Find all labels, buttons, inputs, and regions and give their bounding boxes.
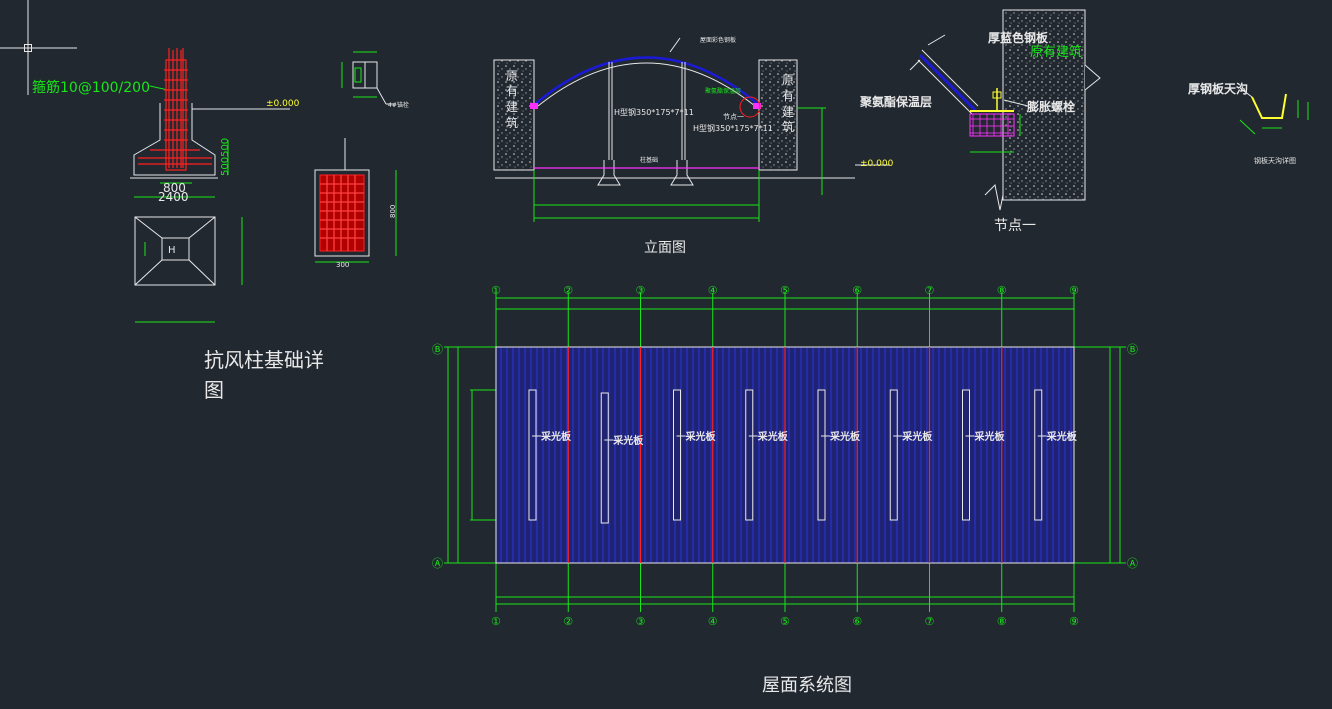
- grid-side-bottom-right: Ⓐ: [1127, 557, 1138, 570]
- existing-right-char-4: 筑: [782, 119, 794, 134]
- grid-bubble-bottom: ⑤: [780, 615, 790, 628]
- node-expansion-bolt: 膨胀螺栓: [1026, 99, 1075, 114]
- skylight-label: 采光板: [901, 430, 933, 443]
- skylight-panel: [600, 392, 609, 524]
- arch-roof-outer: [533, 56, 760, 106]
- column-section: [352, 61, 396, 105]
- gutter-detail-section: 厚钢板天沟 钢板天沟详图: [1188, 81, 1309, 165]
- skylight-panel: [817, 389, 826, 521]
- roof-plan-title: 屋面系统图: [762, 675, 852, 696]
- skylight-label: 采光板: [540, 430, 572, 443]
- node-existing-wall: [1002, 9, 1086, 201]
- gutter-shape: [1251, 93, 1287, 119]
- skylight-panel: [673, 389, 681, 521]
- foundation-section: 箍筋10@100/200 ±0.000: [32, 48, 409, 402]
- existing-right-char-2: 有: [782, 89, 794, 103]
- footing-plan: H: [134, 216, 216, 286]
- foundation-height-label: 500500: [220, 138, 231, 176]
- skylight-panel: [745, 389, 754, 521]
- rebar-width-label: 300: [336, 261, 349, 269]
- skylight-panel: [528, 389, 537, 521]
- foundation-title-line2: 图: [204, 378, 224, 402]
- grid-bubble-bottom: ④: [708, 615, 718, 628]
- roof-note: 屋面彩色钢板: [700, 36, 736, 44]
- node-tag: 节点一: [723, 113, 744, 121]
- existing-left-char-1: 原: [506, 69, 518, 83]
- h-beam-right: H型钢350*175*7*11: [693, 123, 773, 133]
- grid-bubble-bottom: ⑧: [997, 615, 1007, 628]
- foundation-width-2400: 2400: [158, 190, 189, 204]
- skylight-label: 采光板: [829, 430, 861, 443]
- node-insulation: 聚氨酯保温层: [859, 94, 932, 109]
- elevation-level-mark: ±0.000: [860, 159, 894, 169]
- elevation-section: 原 有 建 筑 原 有 建 筑: [493, 36, 894, 256]
- grid-bubble-top: ③: [636, 284, 646, 297]
- existing-left-char-4: 筑: [506, 115, 518, 130]
- svg-text:H: H: [168, 245, 176, 256]
- skylight-label: 采光板: [612, 434, 644, 447]
- grid-bubble-bottom: ①: [491, 615, 501, 628]
- rebar-height-label: 800: [389, 205, 397, 218]
- grid-bubble-top: ②: [563, 284, 573, 297]
- insulation-note: 聚氨酯保温层: [705, 87, 741, 95]
- bolt-note: 4#锚栓: [388, 101, 409, 109]
- roof-plan-section: 采光板 采光板 采光板 采光板 采光板 采光板 采光板 采光板 ① ② ③ ④ ⑤ ⑥ ⑦ ⑧ ⑨ ① ② ③ ④ ⑤…: [432, 284, 1138, 696]
- gutter-caption: 钢板天沟详图: [1254, 156, 1296, 165]
- grid-bubble-top: ⑦: [925, 284, 935, 297]
- column-rebar: [138, 48, 212, 171]
- grid-bubble-top: ⑥: [852, 284, 862, 297]
- column-base-note: 柱基础: [640, 156, 658, 164]
- skylight-panel: [1034, 389, 1043, 521]
- existing-left-char-2: 有: [506, 84, 518, 98]
- grid-bubble-bottom: ②: [563, 615, 573, 628]
- node-steel-plate: 厚蓝色钢板: [988, 30, 1049, 45]
- foundation-elevation-mark: ±0.000: [266, 99, 300, 109]
- skylight-label: 采光板: [757, 430, 789, 443]
- grid-bubble-top: ⑨: [1069, 284, 1079, 297]
- grid-bubble-top: ④: [708, 284, 718, 297]
- gutter-label: 厚钢板天沟: [1188, 81, 1248, 96]
- elevation-title: 立面图: [644, 240, 686, 256]
- grid-bubble-top: ⑧: [997, 284, 1007, 297]
- skylight-label: 采光板: [1046, 430, 1078, 443]
- existing-left-char-3: 建: [506, 100, 518, 114]
- grid-bubble-bottom: ⑥: [852, 615, 862, 628]
- existing-building-left: [493, 59, 535, 171]
- skylight-panel: [962, 389, 970, 521]
- grid-bubble-bottom: ⑨: [1069, 615, 1079, 628]
- stirrup-label: 箍筋10@100/200: [32, 79, 150, 96]
- rebar-mesh-plan: 300 800: [314, 138, 397, 269]
- skylight-label: 采光板: [974, 430, 1006, 443]
- node-detail-title: 节点一: [994, 218, 1036, 234]
- node-detail-section: 厚蓝色钢板 原有建筑 聚氨酯保温层 膨胀螺栓 节点一: [859, 9, 1101, 234]
- node-insulation-block: [969, 113, 1015, 137]
- existing-building-right: [758, 59, 798, 171]
- grid-bubble-bottom: ③: [636, 615, 646, 628]
- node-existing-building: 原有建筑: [1030, 44, 1082, 60]
- foundation-width-800: 800: [163, 181, 186, 195]
- h-beam-left: H型钢350*175*7*11: [614, 107, 694, 117]
- skylight-label: 采光板: [685, 430, 717, 443]
- crosshair-cursor-icon: [0, 0, 77, 95]
- skylight-panel: [889, 389, 898, 521]
- foundation-title-line1: 抗风柱基础详: [204, 348, 324, 372]
- grid-bubble-bottom: ⑦: [925, 615, 935, 628]
- existing-right-char-1: 原: [782, 73, 794, 87]
- grid-side-top-left: Ⓑ: [432, 343, 443, 356]
- grid-side-top-right: Ⓑ: [1127, 343, 1138, 356]
- grid-bubble-top: ⑤: [780, 284, 790, 297]
- grid-side-bottom-left: Ⓐ: [432, 557, 443, 570]
- grid-bubble-top: ①: [491, 284, 501, 297]
- arch-roof-inner: [537, 62, 756, 107]
- existing-right-char-3: 建: [782, 105, 794, 119]
